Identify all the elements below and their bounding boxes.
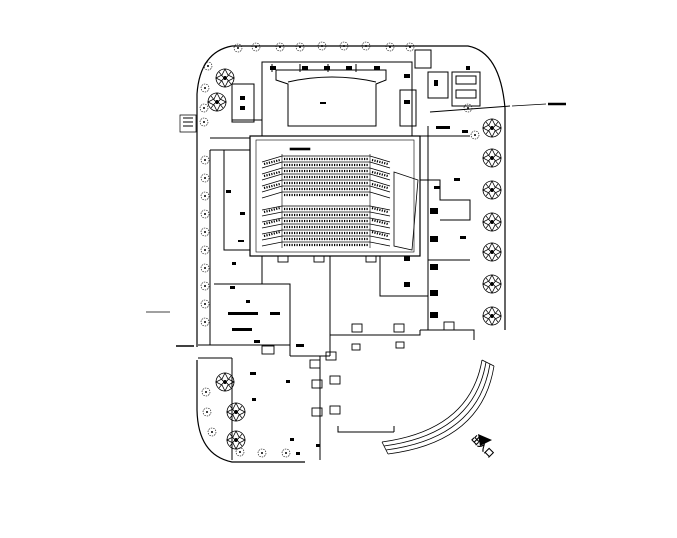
seat-ticks — [263, 157, 389, 247]
entrance-arrow-icon — [478, 434, 492, 446]
auditorium-aisles — [281, 147, 371, 248]
stage-block — [231, 49, 481, 137]
lobby-marks — [250, 344, 320, 455]
seating-rows — [261, 155, 391, 247]
left-wing-marks — [226, 190, 280, 343]
auditorium — [249, 135, 421, 257]
site-boundary — [196, 45, 506, 463]
stage-small-blocks — [240, 66, 470, 110]
left-wing — [146, 114, 291, 359]
lobby-furniture — [261, 255, 455, 417]
right-wing — [379, 102, 566, 340]
right-wing-marks — [404, 126, 468, 318]
entrance-arc — [381, 359, 495, 455]
